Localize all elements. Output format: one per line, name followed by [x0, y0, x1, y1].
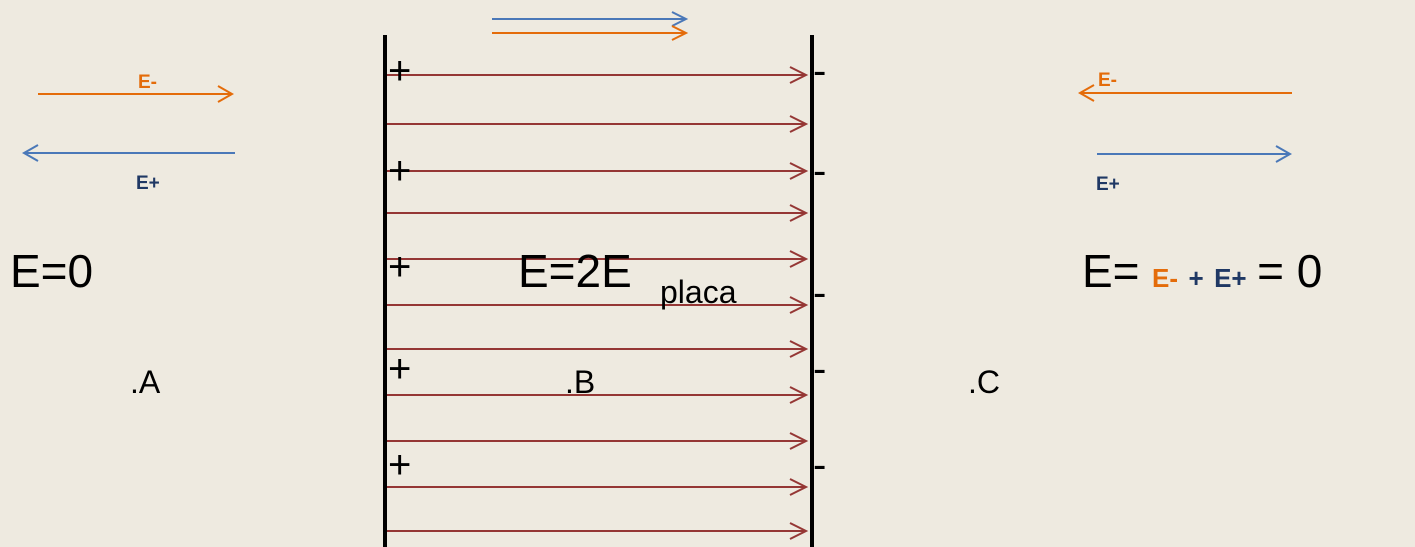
left-e-plus-label: E+	[136, 173, 160, 194]
minus-sign: -	[813, 49, 826, 93]
arrow-right-icon	[789, 66, 809, 84]
arrow-right-icon	[789, 432, 809, 450]
plus-sign: +	[388, 443, 411, 487]
plus-sign: +	[388, 245, 411, 289]
arrow-right-icon	[789, 478, 809, 496]
right-e-minus-arrowhead-icon	[1077, 84, 1095, 102]
negative-charges: - - - - -	[813, 49, 826, 487]
arrow-right-icon	[789, 296, 809, 314]
point-c-label: .C	[968, 364, 1000, 400]
right-equation-suffix: = 0	[1257, 245, 1322, 297]
arrow-right-icon	[789, 386, 809, 404]
right-e-minus-label: E-	[1098, 70, 1117, 91]
right-equation-prefix: E=	[1082, 245, 1140, 297]
arrow-right-icon	[789, 250, 809, 268]
left-e-minus-arrowhead-icon	[217, 85, 235, 103]
positive-charges: + + + + +	[388, 49, 411, 487]
arrow-right-icon	[789, 340, 809, 358]
left-vectors: E- E+	[21, 72, 235, 194]
minus-sign: -	[813, 443, 826, 487]
right-equation-plus: +	[1188, 263, 1203, 293]
arrow-right-icon	[789, 522, 809, 540]
right-equation-e-minus: E-	[1152, 263, 1178, 293]
middle-equation: E=2E	[518, 245, 632, 297]
arrow-right-icon	[789, 162, 809, 180]
right-equation-e-plus: E+	[1214, 263, 1247, 293]
right-e-plus-arrowhead-icon	[1275, 145, 1293, 163]
top-e-plus-arrowhead-icon	[671, 11, 689, 27]
right-vectors: E- E+	[1077, 70, 1293, 195]
plus-sign: +	[388, 347, 411, 391]
right-equation: E= E- + E+ = 0	[1082, 245, 1322, 297]
arrow-right-icon	[789, 115, 809, 133]
left-equation: E=0	[10, 245, 93, 297]
left-e-minus-label: E-	[138, 72, 157, 93]
left-e-plus-arrowhead-icon	[21, 144, 39, 162]
top-e-minus-arrowhead-icon	[671, 25, 689, 41]
top-arrow-pair	[492, 11, 689, 41]
plus-sign: +	[388, 149, 411, 193]
middle-equation-subscript: placa	[660, 274, 737, 310]
minus-sign: -	[813, 271, 826, 315]
point-b-label: .B	[565, 364, 595, 400]
arrow-right-icon	[789, 204, 809, 222]
minus-sign: -	[813, 347, 826, 391]
field-lines	[386, 66, 809, 540]
plus-sign: +	[388, 49, 411, 93]
minus-sign: -	[813, 149, 826, 193]
point-a-label: .A	[130, 364, 161, 400]
right-e-plus-label: E+	[1096, 174, 1120, 195]
